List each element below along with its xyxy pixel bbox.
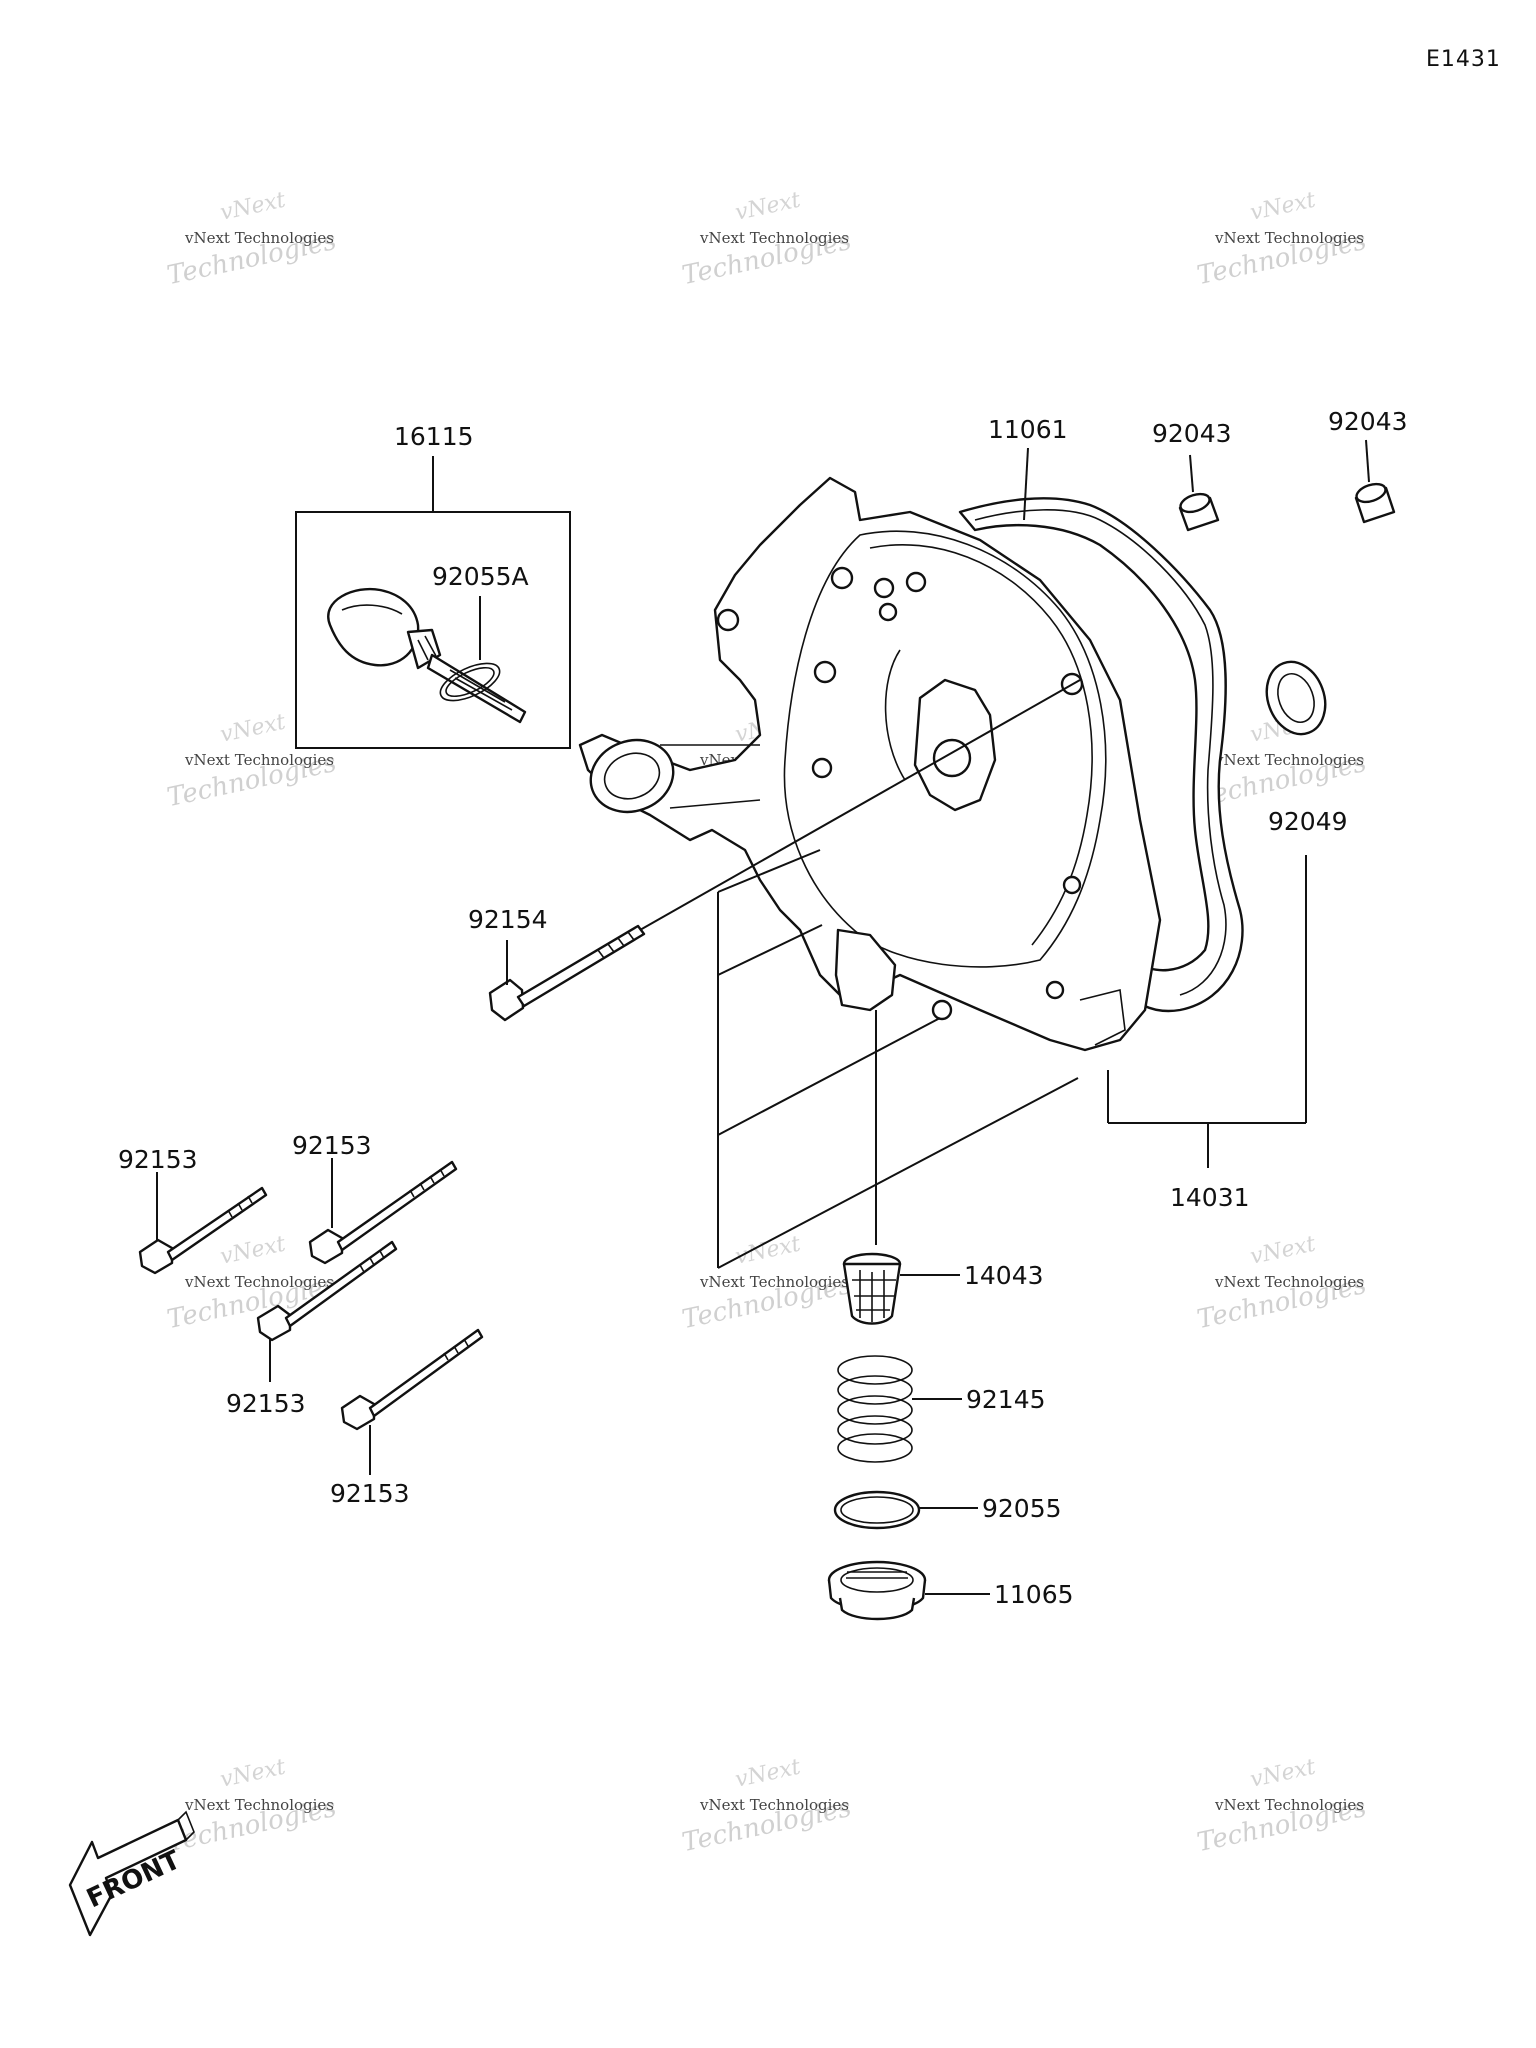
part-label-11065: 11065 — [994, 1580, 1074, 1609]
svg-text:vNext Technologies: vNext Technologies — [699, 229, 849, 247]
svg-text:vNext Technologies: vNext Technologies — [1214, 1273, 1364, 1291]
part-label-92153: 92153 — [330, 1479, 410, 1508]
watermark: vNext Technologies vNext Technologies — [679, 1755, 854, 1859]
bolt-92153-c — [256, 1240, 398, 1342]
oil-filler-cap-assembly: 16115 92055A — [295, 422, 571, 749]
svg-text:vNext: vNext — [733, 1755, 803, 1793]
bolt-92153-b — [308, 1160, 458, 1265]
svg-text:vNext: vNext — [1248, 1232, 1318, 1270]
svg-text:vNext: vNext — [218, 1755, 288, 1793]
spring-92145 — [837, 1355, 913, 1463]
watermark: vNext Technologies vNext Technologies — [679, 1232, 854, 1336]
part-label-92153: 92153 — [292, 1131, 372, 1160]
part-label-11061: 11061 — [988, 415, 1068, 444]
bolt-92154 — [488, 924, 646, 1022]
part-label-92043: 92043 — [1328, 407, 1408, 436]
svg-text:vNext Technologies: vNext Technologies — [184, 1796, 334, 1814]
part-label-92145: 92145 — [966, 1385, 1046, 1414]
part-label-92043: 92043 — [1152, 419, 1232, 448]
part-label-92055: 92055 — [982, 1494, 1062, 1523]
right-cover-drawing — [578, 476, 1244, 1052]
svg-text:vNext Technologies: vNext Technologies — [184, 751, 334, 769]
collar-92043-left — [1178, 492, 1220, 532]
svg-text:vNext Technologies: vNext Technologies — [1214, 1796, 1364, 1814]
oil-strainer-14043 — [842, 1252, 902, 1325]
front-arrow-icon: FRONT — [68, 1810, 195, 1937]
svg-text:vNext: vNext — [1248, 1755, 1318, 1793]
watermark: vNext Technologies vNext Technologies — [164, 188, 339, 292]
watermark: vNext Technologies vNext Technologies — [1194, 1232, 1369, 1336]
leader-lines — [156, 439, 1370, 1595]
svg-text:vNext Technologies: vNext Technologies — [699, 1796, 849, 1814]
collar-92043-right — [1354, 482, 1396, 524]
svg-text:vNext Technologies: vNext Technologies — [184, 1273, 334, 1291]
watermark: vNext Technologies vNext Technologies — [164, 1755, 339, 1859]
watermark: vNext Technologies vNext Technologies — [164, 710, 339, 814]
svg-text:vNext: vNext — [1248, 188, 1318, 226]
svg-text:vNext Technologies: vNext Technologies — [184, 229, 334, 247]
part-label-92153: 92153 — [118, 1145, 198, 1174]
svg-text:vNext: vNext — [218, 1232, 288, 1270]
svg-text:vNext Technologies: vNext Technologies — [1214, 229, 1364, 247]
watermark: vNext Technologies vNext Technologies — [1194, 188, 1369, 292]
part-label-16115: 16115 — [394, 422, 474, 451]
part-label-92154: 92154 — [468, 905, 548, 934]
o-ring-92055 — [833, 1490, 921, 1530]
watermark: vNext Technologies vNext Technologies — [679, 188, 854, 292]
svg-text:vNext Technologies: vNext Technologies — [699, 1273, 849, 1291]
part-label-92153: 92153 — [226, 1389, 306, 1418]
drain-plug-11065 — [827, 1560, 927, 1621]
oil-seal-92049 — [1265, 660, 1327, 736]
svg-text:vNext: vNext — [218, 188, 288, 226]
svg-text:vNext: vNext — [218, 710, 288, 748]
part-label-92049: 92049 — [1268, 807, 1348, 836]
svg-text:vNext: vNext — [733, 188, 803, 226]
bolt-92153-a — [138, 1186, 268, 1275]
part-label-14031: 14031 — [1170, 1183, 1250, 1212]
svg-text:vNext Technologies: vNext Technologies — [1214, 751, 1364, 769]
oil-filler-cap-drawing — [327, 587, 527, 724]
part-label-14043: 14043 — [964, 1261, 1044, 1290]
svg-text:vNext: vNext — [733, 1232, 803, 1270]
watermark: vNext Technologies vNext Technologies — [1194, 1755, 1369, 1859]
bolt-92153-d — [340, 1328, 484, 1431]
diagram-code: E1431 — [1426, 47, 1501, 72]
part-label-92055A: 92055A — [432, 562, 529, 591]
